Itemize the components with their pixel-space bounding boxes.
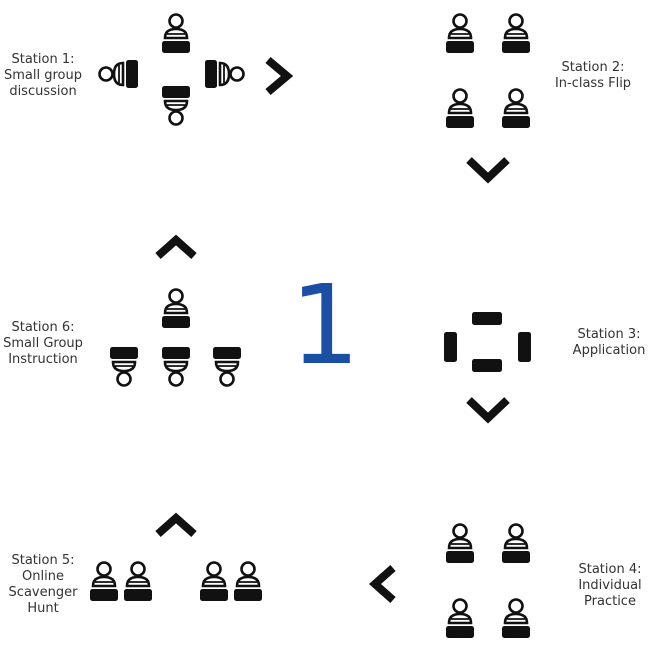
station-3-title: Station 3: bbox=[577, 327, 641, 342]
station-1-label: Station 1: Small group discussion bbox=[3, 52, 83, 100]
chevron-left-icon bbox=[368, 565, 396, 603]
station-2-seat-4 bbox=[500, 88, 532, 130]
station-3-desk-right bbox=[518, 332, 531, 362]
station-6-label: Station 6: Small Group Instruction bbox=[0, 320, 86, 368]
station-4-seat-3 bbox=[444, 598, 476, 640]
station-4-group bbox=[444, 523, 532, 640]
station-4-seat-4 bbox=[500, 598, 532, 640]
station-4-title: Station 4: bbox=[578, 562, 642, 577]
station-1-seat-bottom bbox=[160, 84, 192, 126]
station-5-seat-1 bbox=[88, 561, 120, 603]
station-2-group bbox=[444, 13, 532, 130]
station-3-group bbox=[444, 312, 531, 372]
station-1-seat-left bbox=[98, 58, 140, 90]
station-2-seat-2 bbox=[500, 13, 532, 55]
chevron-up-icon-2 bbox=[155, 234, 197, 259]
station-3-line-2: Application bbox=[572, 343, 646, 358]
station-6-line-2: Small Group bbox=[3, 336, 83, 351]
station-5-line-3: Scavenger bbox=[8, 585, 78, 600]
station-5-line-4: Hunt bbox=[27, 601, 59, 616]
station-6-group bbox=[108, 288, 243, 387]
station-5-group bbox=[88, 561, 264, 603]
station-1-line-3: discussion bbox=[9, 84, 77, 99]
station-3-desk-left bbox=[444, 332, 457, 362]
station-6-title: Station 6: bbox=[11, 320, 75, 335]
station-5-label: Station 5: Online Scavenger Hunt bbox=[0, 553, 86, 617]
station-3-label: Station 3: Application bbox=[566, 327, 652, 359]
station-1-title: Station 1: bbox=[11, 52, 75, 67]
chevron-right-icon bbox=[265, 56, 294, 96]
station-1-line-2: Small group bbox=[4, 68, 82, 83]
station-2-seat-1 bbox=[444, 13, 476, 55]
station-1-seat-top bbox=[160, 13, 192, 55]
station-1-seat-right bbox=[203, 58, 245, 90]
station-5-seat-4 bbox=[232, 561, 264, 603]
station-6-seat-right bbox=[211, 345, 243, 387]
station-5-line-2: Online bbox=[22, 569, 64, 584]
station-6-seat-left bbox=[108, 345, 140, 387]
station-3-desk-top bbox=[472, 312, 502, 325]
station-5-seat-2 bbox=[122, 561, 154, 603]
station-2-seat-3 bbox=[444, 88, 476, 130]
station-4-line-2: Individual bbox=[578, 578, 642, 593]
station-3-desk-bottom bbox=[472, 359, 502, 372]
chevron-up-icon bbox=[155, 512, 197, 537]
station-6-seat-middle bbox=[160, 345, 192, 387]
station-6-seat-top bbox=[160, 288, 192, 330]
station-1-group bbox=[98, 13, 245, 126]
station-4-seat-2 bbox=[500, 523, 532, 565]
station-2-title: Station 2: bbox=[561, 60, 625, 75]
station-6-line-3: Instruction bbox=[8, 352, 78, 367]
station-2-line-2: In-class Flip bbox=[554, 76, 632, 91]
station-4-label: Station 4: Individual Practice bbox=[570, 562, 650, 610]
station-4-line-3: Practice bbox=[584, 594, 636, 609]
chevron-down-icon bbox=[466, 157, 510, 184]
station-4-seat-1 bbox=[444, 523, 476, 565]
chevron-down-icon-2 bbox=[466, 397, 510, 424]
station-2-label: Station 2: In-class Flip bbox=[543, 60, 643, 92]
station-5-title: Station 5: bbox=[11, 553, 75, 568]
center-rotation-number: 1 bbox=[290, 261, 360, 389]
station-5-seat-3 bbox=[198, 561, 230, 603]
